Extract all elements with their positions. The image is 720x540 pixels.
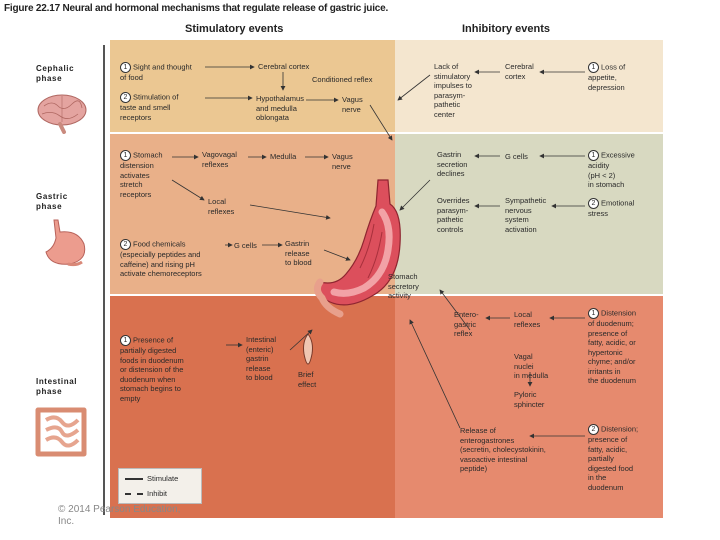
stomach-small-illustration xyxy=(45,219,86,267)
loss-appetite-text: Loss of appetite, depression xyxy=(588,62,626,92)
vagal-nuclei-label: Vagal nuclei in medulla xyxy=(514,352,549,380)
sight-text: Sight and thought of food xyxy=(120,62,192,82)
header-inhibitory: Inhibitory events xyxy=(462,23,551,35)
distension2-text: Distension; presence of fatty, acidic, p… xyxy=(588,424,639,492)
pyloric-sphincter-label: Pyloric sphincter xyxy=(514,390,545,409)
g-cells-label: G cells xyxy=(234,241,257,250)
phase-gastric-label: Gastric phase xyxy=(36,192,68,211)
legend-stimulate-label: Stimulate xyxy=(147,474,179,483)
enterogastrones-label: Release of enterogastrones (secretin, ch… xyxy=(460,426,546,473)
brain-illustration xyxy=(37,94,87,134)
stimulation-text: Stimulation of taste and smell receptors xyxy=(120,92,179,122)
phase-intestinal-label: Intestinal phase xyxy=(36,377,78,396)
vagus-nerve-label: Vagus nerve xyxy=(342,95,363,114)
conditioned-reflex-label: Conditioned reflex xyxy=(312,75,373,84)
stomach-illustration xyxy=(313,179,401,318)
copyright: © 2014 Pearson Education, Inc. xyxy=(58,504,181,527)
distension-text: Distension of duodenum; presence of fatt… xyxy=(588,308,637,385)
figure-title: Figure 22.17 Neural and hormonal mechani… xyxy=(4,3,389,14)
presence-text: Presence of partially digested foods in … xyxy=(120,335,184,403)
band-cephalic-inhib xyxy=(395,40,663,132)
overrides-label: Overrides parasym- pathetic controls xyxy=(437,196,470,234)
sympathetic-label: Sympathetic nervous system activation xyxy=(505,196,547,234)
band-intestinal-inhib xyxy=(395,296,663,518)
phase-bracket xyxy=(103,45,105,515)
header-stimulatory: Stimulatory events xyxy=(185,23,284,35)
vagovagal-label: Vagovagal reflexes xyxy=(202,150,237,169)
chemicals-text: Food chemicals (especially peptides and … xyxy=(120,239,202,278)
local-reflexes-label: Local reflexes xyxy=(208,197,235,216)
gastrin-declines-label: Gastrin secretion declines xyxy=(437,150,468,178)
emotional-text: Emotional stress xyxy=(588,198,635,218)
gastrin-release-label: Gastrin release to blood xyxy=(285,239,312,267)
inhib-cerebral-cortex-label: Cerebral cortex xyxy=(505,62,534,81)
legend-inhibit-label: Inhibit xyxy=(147,489,168,498)
gastric-vagus-label: Vagus nerve xyxy=(332,152,353,171)
legend: Stimulate Inhibit xyxy=(118,468,202,504)
hypothalamus-label: Hypothalamus and medulla oblongata xyxy=(256,94,304,122)
stomach-secretory-label: Stomach secretory activity xyxy=(388,272,419,300)
stomach-distension-text: Stomach distension activates stretch rec… xyxy=(120,150,163,199)
inhib-local-reflexes-label: Local reflexes xyxy=(514,310,541,329)
enteric-cell-icon xyxy=(303,333,313,365)
acidity-text: Excessive acidity (pH < 2) in stomach xyxy=(588,150,635,189)
intestine-illustration xyxy=(35,407,87,457)
medulla-label: Medulla xyxy=(270,152,297,161)
brief-effect-label: Brief effect xyxy=(298,370,317,389)
lack-stimulatory-label: Lack of stimulatory impulses to parasym-… xyxy=(434,62,472,119)
legend-stimulate-swatch xyxy=(125,478,143,480)
band-cephalic-stim xyxy=(110,40,395,132)
cerebral-cortex-label: Cerebral cortex xyxy=(258,62,310,71)
legend-inhibit-swatch xyxy=(125,493,143,495)
inhib-g-cells-label: G cells xyxy=(505,152,528,161)
band-gastric-inhib xyxy=(395,134,663,294)
phase-cephalic-label: Cephalic phase xyxy=(36,64,75,83)
intestinal-gastrin-label: Intestinal (enteric) gastrin release to … xyxy=(246,335,277,382)
band-gastric-stim xyxy=(110,134,395,294)
